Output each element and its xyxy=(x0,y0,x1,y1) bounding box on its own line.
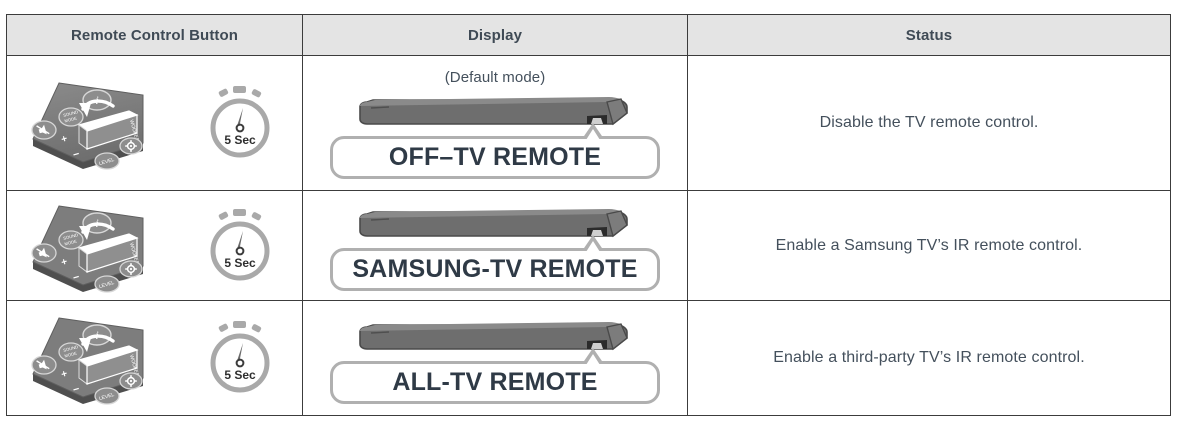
soundbar-area xyxy=(319,319,671,361)
soundbar-icon xyxy=(359,209,628,238)
svg-text:–: – xyxy=(71,270,80,283)
svg-text:–: – xyxy=(71,148,80,161)
gear-icon xyxy=(124,262,137,275)
mute-icon xyxy=(35,247,50,257)
svg-text:+: + xyxy=(59,133,68,145)
svg-text:MODE: MODE xyxy=(63,116,77,124)
display-cell: SAMSUNG-TV REMOTE xyxy=(302,190,688,301)
soundbar-area xyxy=(319,206,671,248)
column-header-status: Status xyxy=(687,14,1171,56)
table-row: i SOUND MODE xyxy=(6,190,1171,301)
stopwatch-icon: 5 Sec xyxy=(210,86,269,158)
mute-icon xyxy=(35,359,50,370)
status-cell: Disable the TV remote control. xyxy=(687,55,1171,191)
callout-pointer-fill xyxy=(586,353,600,365)
soundbar-remote-illustration: i SOUND MODE xyxy=(30,204,143,293)
remote-illustration-group: i SOUND MODE xyxy=(21,71,289,175)
display-callout: ALL-TV REMOTE xyxy=(330,347,660,404)
stopwatch-icon: 5 Sec xyxy=(210,208,269,280)
stopwatch-duration-label: 5 Sec xyxy=(224,368,256,382)
soundbar-icon xyxy=(359,321,628,350)
remote-control-modes-table: Remote Control Button Display Status xyxy=(6,14,1171,416)
soundbar-remote-illustration: i SOUND MODE xyxy=(30,82,143,170)
svg-text:SOUND: SOUND xyxy=(62,232,78,241)
callout-pointer-fill xyxy=(586,241,600,252)
svg-text:SOUND: SOUND xyxy=(62,344,78,353)
svg-text:LEVEL: LEVEL xyxy=(98,392,115,402)
gear-icon xyxy=(124,375,137,387)
stopwatch-icon: 5 Sec xyxy=(210,321,269,393)
svg-text:MODE: MODE xyxy=(63,351,77,359)
remote-illustration-group: i SOUND MODE xyxy=(21,194,289,298)
display-callout: OFF–TV REMOTE xyxy=(330,123,660,179)
display-illustration-group: SAMSUNG-TV REMOTE xyxy=(319,192,671,299)
display-cell: (Default mode) xyxy=(302,55,688,191)
stopwatch-duration-label: 5 Sec xyxy=(224,256,256,270)
remote-control-button-cell: i SOUND MODE xyxy=(6,300,303,416)
table-row: i SOUND MODE xyxy=(6,300,1171,416)
svg-text:LEVEL: LEVEL xyxy=(98,157,115,167)
svg-text:+: + xyxy=(59,368,68,380)
display-cell: ALL-TV REMOTE xyxy=(302,300,688,416)
svg-text:–: – xyxy=(71,383,80,396)
display-callout: SAMSUNG-TV REMOTE xyxy=(330,235,660,291)
table-header: Remote Control Button Display Status xyxy=(6,14,1171,56)
display-text: SAMSUNG-TV REMOTE xyxy=(352,255,638,283)
svg-text:+: + xyxy=(59,256,68,268)
display-text: ALL-TV REMOTE xyxy=(392,367,598,396)
svg-text:LEVEL: LEVEL xyxy=(98,279,115,289)
column-header-remote-control-button: Remote Control Button xyxy=(6,14,303,56)
svg-text:SOUND: SOUND xyxy=(62,109,78,118)
soundbar-icon xyxy=(359,97,628,126)
gear-icon xyxy=(124,140,137,152)
table-header-row: Remote Control Button Display Status xyxy=(6,14,1171,56)
soundbar-area xyxy=(319,94,671,136)
mute-icon xyxy=(35,124,50,135)
callout-pointer-fill xyxy=(586,129,600,140)
remote-illustration-group: i SOUND MODE xyxy=(21,306,289,410)
column-header-display: Display xyxy=(302,14,688,56)
default-mode-note: (Default mode) xyxy=(444,69,546,86)
stopwatch-duration-label: 5 Sec xyxy=(224,133,256,147)
status-cell: Enable a third-party TV’s IR remote cont… xyxy=(687,300,1171,416)
table-row: i SOUND MODE xyxy=(6,55,1171,191)
table-body: i SOUND MODE xyxy=(6,55,1171,416)
svg-text:MODE: MODE xyxy=(63,238,77,246)
soundbar-remote-illustration: i SOUND MODE xyxy=(30,317,143,405)
display-illustration-group: ALL-TV REMOTE xyxy=(319,305,671,412)
display-illustration-group: (Default mode) xyxy=(319,59,671,187)
remote-control-button-cell: i SOUND MODE xyxy=(6,55,303,191)
remote-control-button-cell: i SOUND MODE xyxy=(6,190,303,301)
status-cell: Enable a Samsung TV’s IR remote control. xyxy=(687,190,1171,301)
display-text: OFF–TV REMOTE xyxy=(388,143,602,171)
